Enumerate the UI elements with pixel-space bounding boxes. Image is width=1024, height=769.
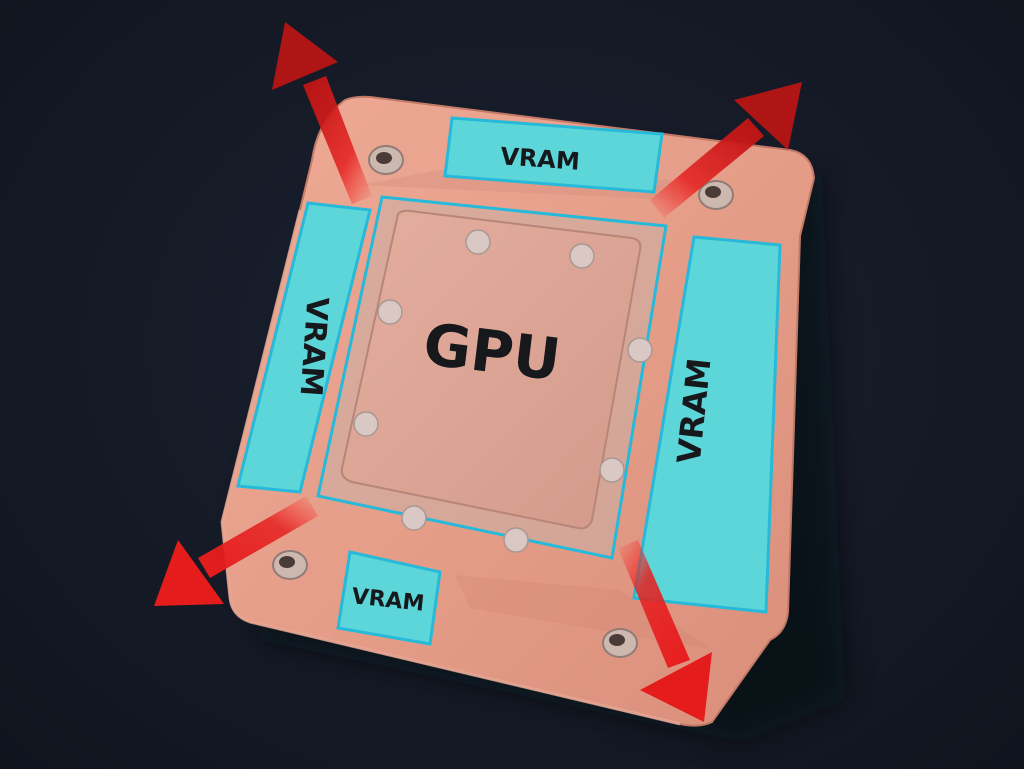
torx-screw-icon xyxy=(569,243,595,269)
arrow-up-left-icon xyxy=(272,22,372,204)
arrow-up-right-icon xyxy=(650,82,802,218)
vram-top-label: VRAM xyxy=(499,142,580,175)
vram-left: VRAM xyxy=(236,201,372,494)
standoff-icon xyxy=(602,628,638,658)
plate-channel-bottom xyxy=(455,575,715,650)
gpu-die xyxy=(340,209,642,530)
standoff-icon xyxy=(272,550,308,580)
torx-screw-icon xyxy=(377,299,403,325)
arrow-down-right-icon xyxy=(618,540,712,722)
arrow-down-left-icon xyxy=(154,496,318,606)
torx-screw-icon xyxy=(599,457,625,483)
standoff-icon xyxy=(698,180,734,210)
vram-right: VRAM xyxy=(632,235,782,614)
torx-screw-icon xyxy=(503,527,529,553)
plate-edge-highlight xyxy=(220,209,681,726)
gpu-label: GPU xyxy=(420,310,564,394)
vram-top: VRAM xyxy=(443,116,664,194)
torx-screw-icon xyxy=(465,229,491,255)
torx-screw-icon xyxy=(627,337,653,363)
mounting-standoffs xyxy=(272,145,734,658)
torx-screws xyxy=(353,229,653,553)
vram-left-label: VRAM xyxy=(293,296,335,398)
standoff-icon xyxy=(368,145,404,175)
torx-screw-icon xyxy=(401,505,427,531)
vram-bottom: VRAM xyxy=(336,550,442,646)
torx-screw-icon xyxy=(353,411,379,437)
